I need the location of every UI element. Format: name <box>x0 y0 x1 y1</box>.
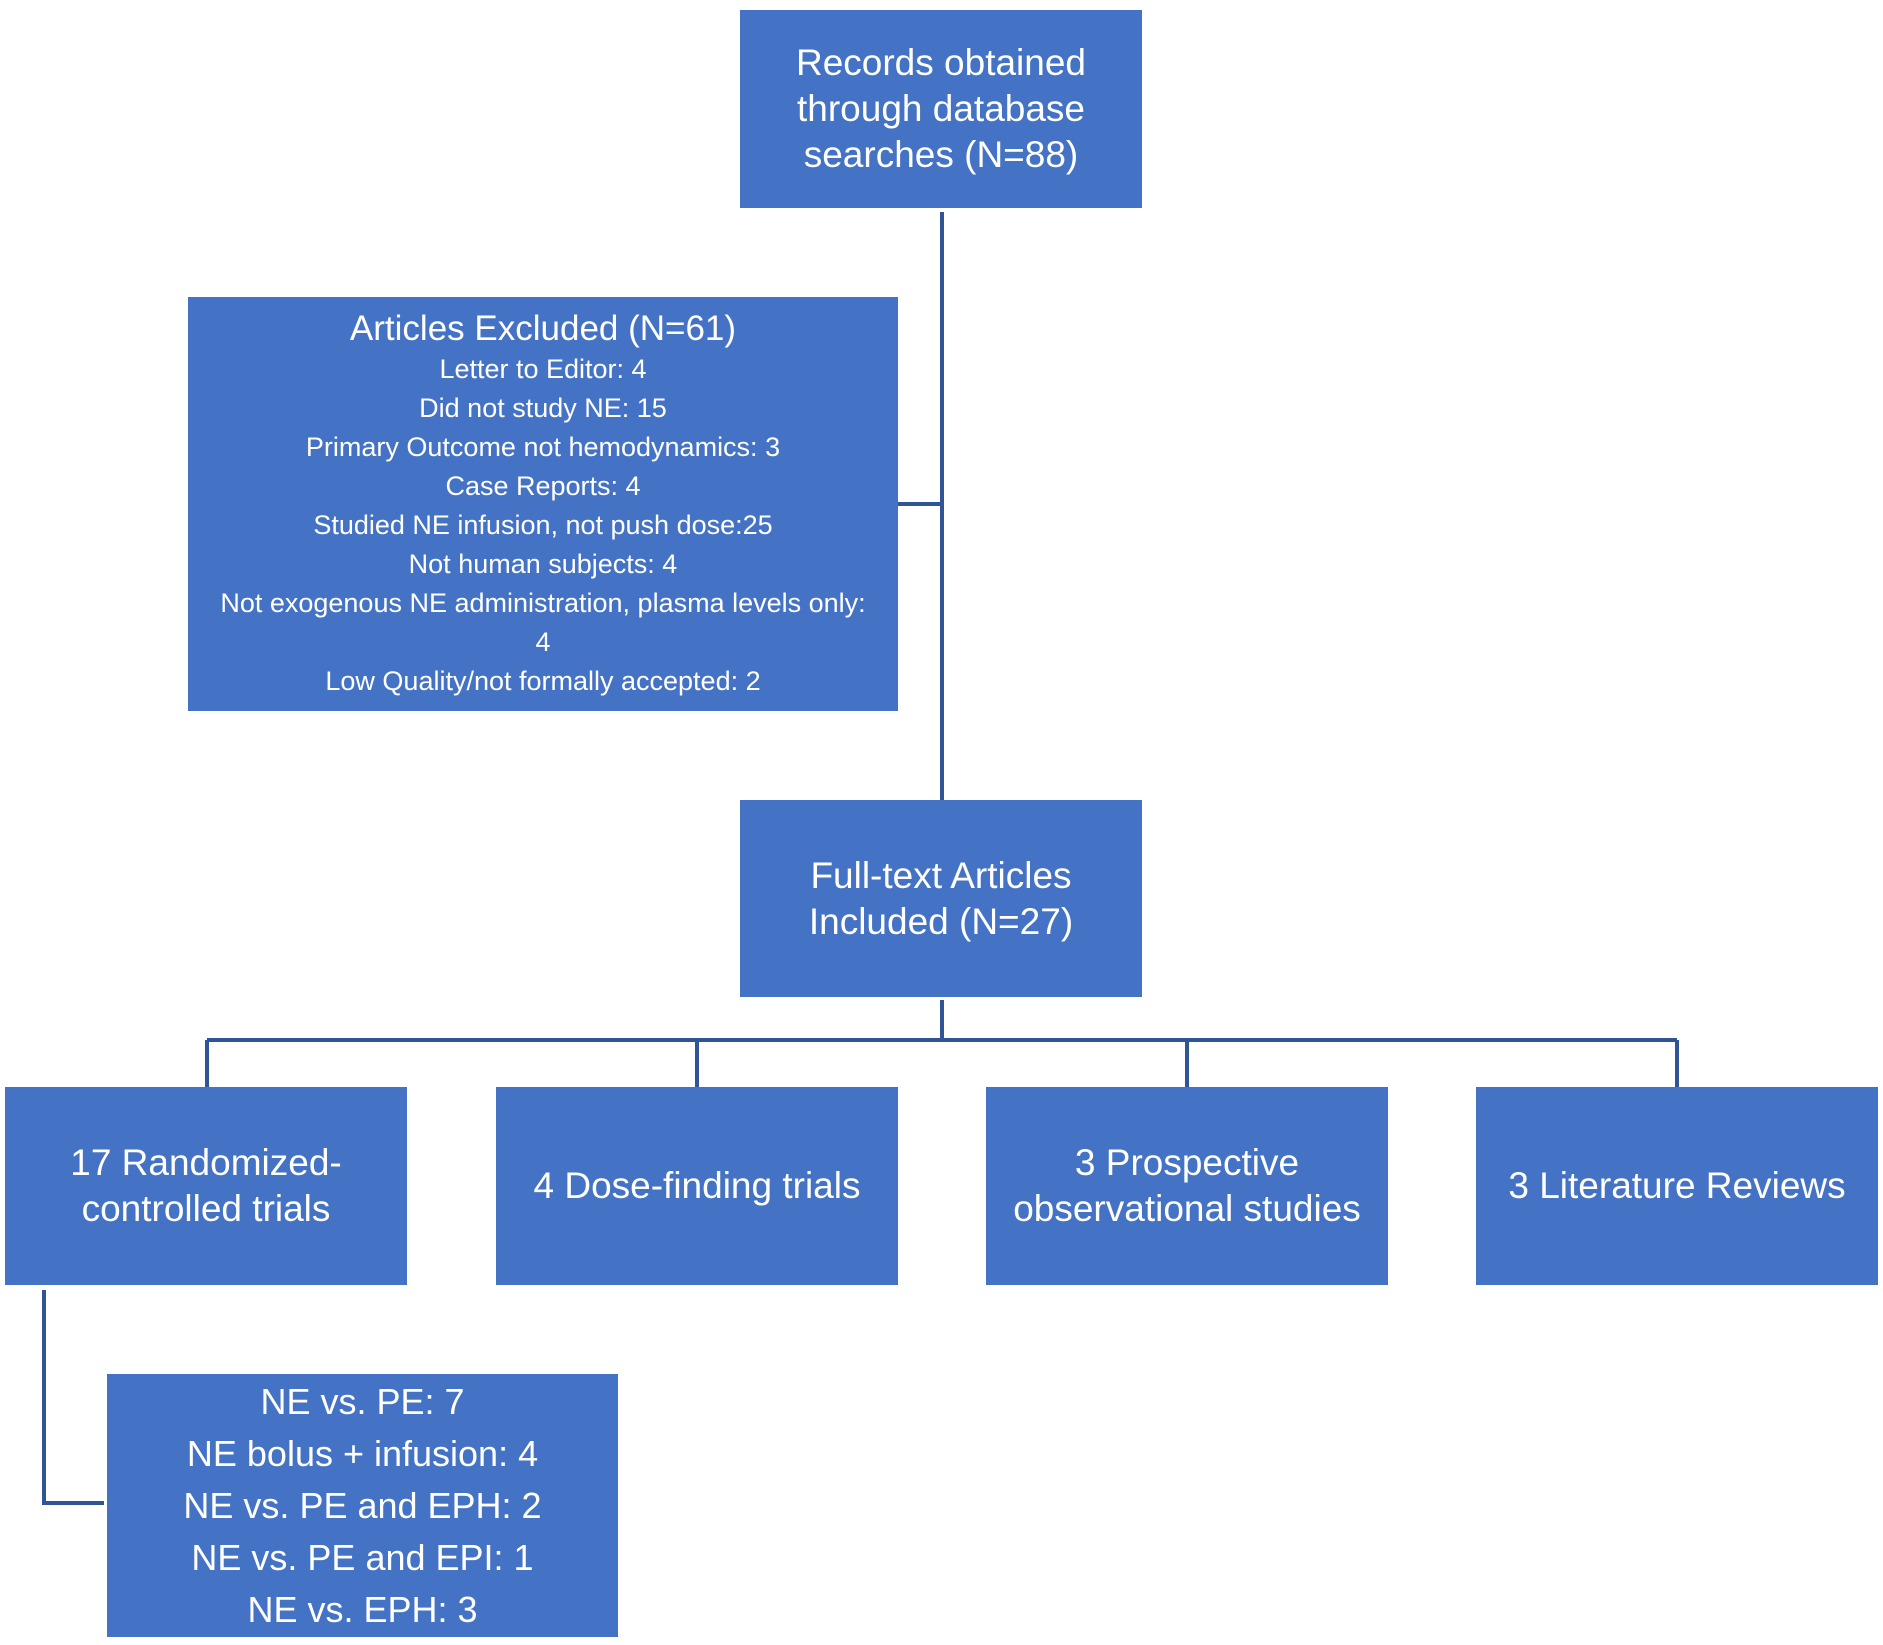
included-line: Included (N=27) <box>808 900 1074 942</box>
category-line: observational studies <box>1013 1188 1361 1229</box>
excluded-item: Case Reports: 4 <box>445 470 641 501</box>
category-prospective-box: 3 Prospective observational studies <box>986 1087 1388 1285</box>
excluded-title: Articles Excluded (N=61) <box>349 308 737 348</box>
rct-breakdown-item: NE vs. PE: 7 <box>260 1380 465 1422</box>
rct-breakdown-item: NE vs. PE and EPH: 2 <box>183 1484 542 1526</box>
category-line: 17 Randomized- <box>70 1142 342 1183</box>
records-line: Records obtained <box>795 42 1087 83</box>
records-line: searches (N=88) <box>803 134 1079 175</box>
records-line: through database <box>796 88 1085 129</box>
rct-breakdown-item: NE bolus + infusion: 4 <box>186 1432 539 1474</box>
excluded-item: Did not study NE: 15 <box>419 392 667 423</box>
rct-breakdown-item: NE vs. PE and EPI: 1 <box>191 1536 534 1578</box>
category-line: 4 Dose-finding trials <box>533 1165 861 1206</box>
excluded-item: Low Quality/not formally accepted: 2 <box>325 665 761 696</box>
rct-breakdown-box: NE vs. PE: 7 NE bolus + infusion: 4 NE v… <box>107 1374 618 1637</box>
category-line: 3 Literature Reviews <box>1508 1165 1846 1206</box>
excluded-item: Not exogenous NE administration, plasma … <box>220 587 866 618</box>
excluded-item: Letter to Editor: 4 <box>439 353 647 384</box>
connector-rct-to-breakdown <box>42 1290 104 1505</box>
category-reviews-box: 3 Literature Reviews <box>1476 1087 1878 1285</box>
included-line: Full-text Articles <box>810 854 1072 896</box>
category-line: controlled trials <box>81 1188 331 1229</box>
rct-breakdown-item: NE vs. EPH: 3 <box>247 1588 478 1630</box>
records-box: Records obtained through database search… <box>740 10 1142 208</box>
category-dose-finding-box: 4 Dose-finding trials <box>496 1087 898 1285</box>
excluded-item: 4 <box>535 626 551 657</box>
excluded-item: Not human subjects: 4 <box>408 548 678 579</box>
included-box: Full-text Articles Included (N=27) <box>740 800 1142 997</box>
excluded-box: Articles Excluded (N=61) Letter to Edito… <box>188 297 898 711</box>
excluded-item: Studied NE infusion, not push dose:25 <box>313 509 773 540</box>
excluded-item: Primary Outcome not hemodynamics: 3 <box>305 431 781 462</box>
category-line: 3 Prospective <box>1074 1142 1300 1183</box>
category-rct-box: 17 Randomized- controlled trials <box>5 1087 407 1285</box>
